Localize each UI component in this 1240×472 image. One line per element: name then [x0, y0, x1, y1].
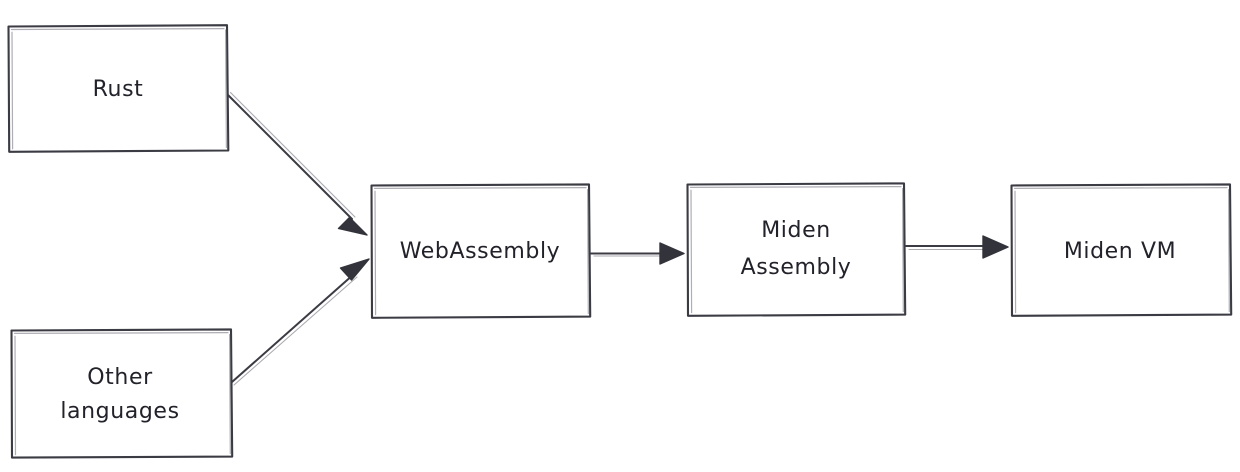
- miden-assembly-box-sketch-stroke: [689, 186, 904, 314]
- edge-other-to-webassembly[interactable]: [231, 258, 370, 386]
- edge-rust-to-webassembly-arrowhead: [337, 216, 368, 236]
- edge-rust-to-webassembly[interactable]: [227, 91, 368, 236]
- webassembly-box-sketch-stroke: [373, 187, 589, 316]
- edge-other-to-webassembly-line: [231, 273, 355, 383]
- miden-vm-label: Miden VM: [1064, 239, 1176, 264]
- rust-box-outline: [7, 24, 230, 153]
- edge-miden-assembly-to-miden-vm-arrowhead: [982, 235, 1009, 259]
- edge-webassembly-to-miden-assembly-arrowhead: [659, 242, 685, 265]
- other-languages-box-outline: [10, 328, 234, 459]
- other-languages-box-sketch-stroke: [13, 332, 231, 456]
- miden-vm-box-outline: [1010, 183, 1233, 317]
- webassembly-label: WebAssembly: [400, 239, 561, 264]
- edge-other-to-webassembly-arrowhead: [339, 258, 370, 281]
- other-languages-label-line1: Other: [87, 365, 153, 390]
- node-webassembly[interactable]: WebAssembly: [370, 183, 592, 319]
- edge-other-to-webassembly-sketch-stroke: [233, 276, 358, 386]
- edge-miden-assembly-to-miden-vm[interactable]: [905, 235, 1009, 259]
- edge-rust-to-webassembly-line: [227, 94, 353, 220]
- node-rust[interactable]: Rust: [7, 24, 230, 153]
- edge-webassembly-to-miden-assembly[interactable]: [590, 242, 685, 265]
- miden-assembly-box-outline: [686, 182, 907, 317]
- miden-vm-box-sketch-stroke: [1013, 187, 1230, 314]
- node-miden-vm[interactable]: Miden VM: [1010, 183, 1233, 317]
- other-languages-label-line2: languages: [60, 399, 179, 424]
- miden-assembly-label-line2: Assembly: [741, 255, 852, 280]
- rust-box-sketch-stroke: [10, 28, 227, 150]
- rust-label: Rust: [93, 77, 144, 102]
- node-miden-assembly[interactable]: Miden Assembly: [686, 182, 907, 317]
- edge-rust-to-webassembly-sketch-stroke: [229, 91, 356, 218]
- node-other-languages[interactable]: Other languages: [10, 328, 234, 459]
- webassembly-box-outline: [370, 183, 592, 319]
- miden-assembly-label-line1: Miden: [761, 218, 831, 243]
